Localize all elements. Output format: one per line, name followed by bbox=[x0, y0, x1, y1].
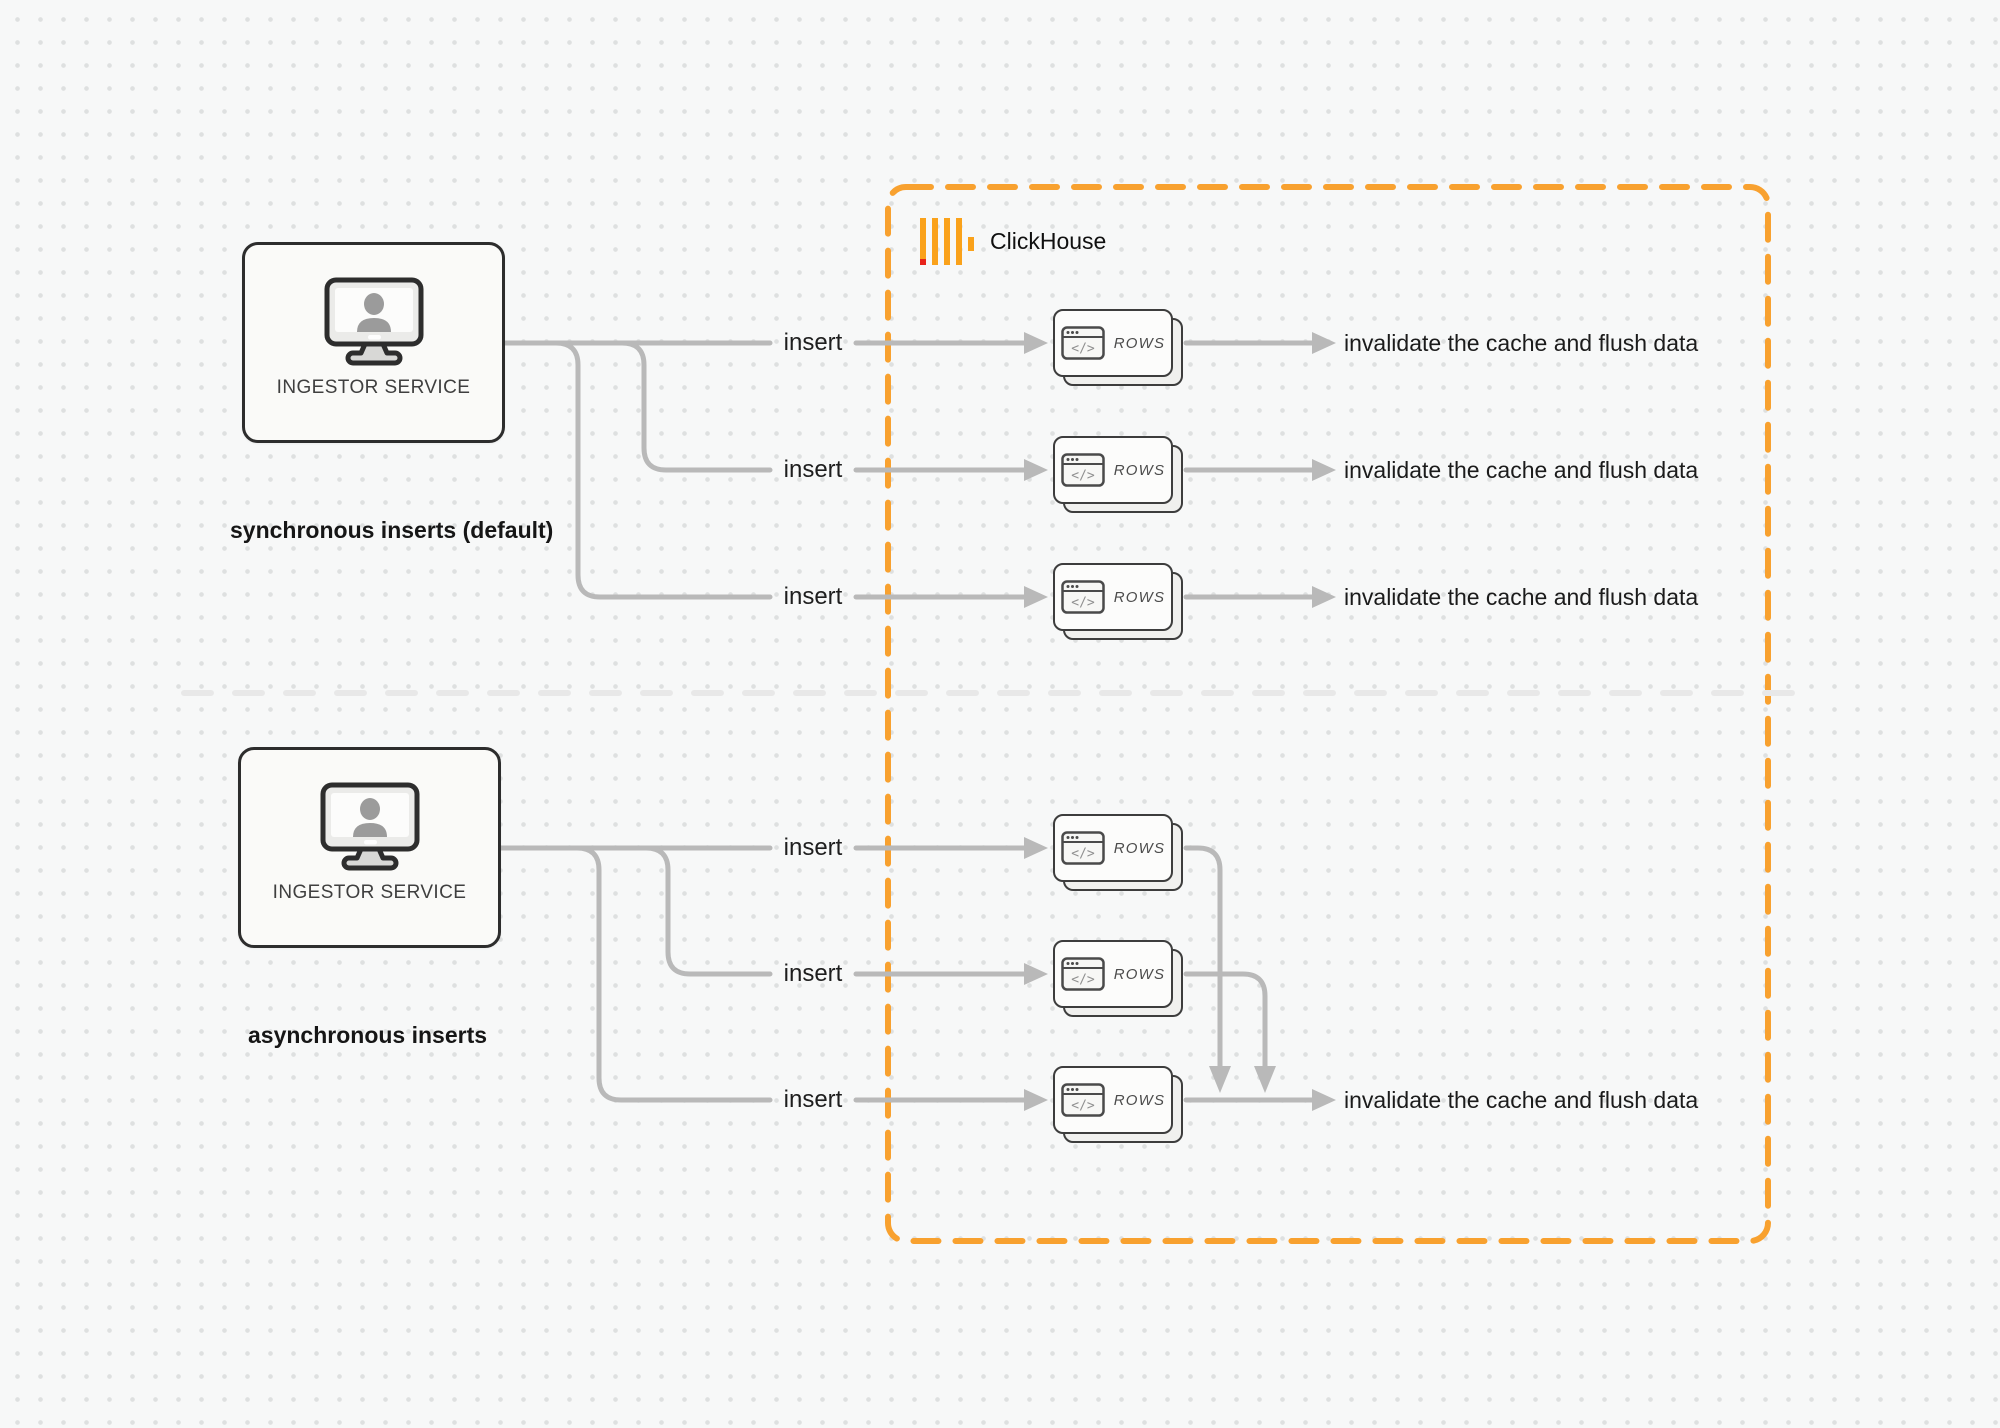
browser-window-icon: </> bbox=[1061, 957, 1105, 991]
monitor-user-icon bbox=[324, 277, 423, 366]
rows-label: ROWS bbox=[1113, 839, 1166, 857]
arrowhead-right-icon bbox=[1024, 332, 1048, 354]
arrowhead-down-icon bbox=[1209, 1066, 1231, 1093]
rows-node: </> ROWS bbox=[1053, 940, 1183, 1017]
rows-label: ROWS bbox=[1113, 334, 1166, 352]
clickhouse-boundary bbox=[885, 184, 1771, 1244]
async-section-title: asynchronous inserts bbox=[248, 1022, 488, 1048]
async-edge-3a bbox=[574, 845, 773, 1103]
clickhouse-logo: ClickHouse bbox=[920, 216, 1106, 266]
invalidate-label: invalidate the cache and flush data bbox=[1344, 330, 1699, 356]
ingestor-service-label: INGESTOR SERVICE bbox=[276, 377, 471, 398]
arrowhead-right-icon bbox=[1024, 459, 1048, 481]
sync-section-title: synchronous inserts (default) bbox=[230, 517, 554, 543]
browser-window-icon: </> bbox=[1061, 326, 1105, 360]
async-merge-edge-2 bbox=[1183, 971, 1268, 1070]
async-ingestor-node: INGESTOR SERVICE bbox=[238, 747, 501, 948]
insert-label: insert bbox=[783, 456, 843, 483]
rows-label: ROWS bbox=[1113, 461, 1166, 479]
code-glyph: </> bbox=[1071, 469, 1095, 484]
async-merge-edge-1 bbox=[1183, 845, 1223, 1070]
rows-label: ROWS bbox=[1113, 588, 1166, 606]
sync-edge-3a bbox=[553, 340, 773, 600]
invalidate-label: invalidate the cache and flush data bbox=[1344, 584, 1699, 610]
code-glyph: </> bbox=[1071, 973, 1095, 988]
code-glyph: </> bbox=[1071, 847, 1095, 862]
invalidate-label: invalidate the cache and flush data bbox=[1344, 457, 1699, 483]
insert-label: insert bbox=[783, 583, 843, 610]
browser-window-icon: </> bbox=[1061, 1083, 1105, 1117]
async-edge-2a bbox=[643, 845, 773, 977]
ingestor-service-label: INGESTOR SERVICE bbox=[272, 882, 467, 903]
sync-ingestor-node: INGESTOR SERVICE bbox=[242, 242, 505, 443]
clickhouse-logo-bars-icon bbox=[920, 217, 974, 265]
rows-node: </> ROWS bbox=[1053, 436, 1183, 513]
arrowhead-right-icon bbox=[1312, 459, 1336, 481]
arrowhead-right-icon bbox=[1312, 586, 1336, 608]
insert-label: insert bbox=[783, 329, 843, 356]
arrowhead-down-icon bbox=[1254, 1066, 1276, 1093]
gray-edges bbox=[498, 340, 1316, 1103]
code-glyph: </> bbox=[1071, 1099, 1095, 1114]
code-glyph: </> bbox=[1071, 342, 1095, 357]
arrowheads bbox=[1024, 332, 1336, 1111]
invalidate-label: invalidate the cache and flush data bbox=[1344, 1087, 1699, 1113]
clickhouse-wordmark: ClickHouse bbox=[990, 227, 1107, 254]
rows-label: ROWS bbox=[1113, 1091, 1166, 1109]
rows-node: </> ROWS bbox=[1053, 309, 1183, 386]
sync-edge-2a bbox=[619, 340, 773, 473]
browser-window-icon: </> bbox=[1061, 453, 1105, 487]
code-glyph: </> bbox=[1071, 596, 1095, 611]
arrowhead-right-icon bbox=[1312, 332, 1336, 354]
rows-node: </> ROWS bbox=[1053, 1066, 1183, 1143]
insert-label: insert bbox=[783, 834, 843, 861]
rows-label: ROWS bbox=[1113, 965, 1166, 983]
browser-window-icon: </> bbox=[1061, 580, 1105, 614]
monitor-user-icon bbox=[320, 782, 419, 871]
arrowhead-right-icon bbox=[1024, 1089, 1048, 1111]
browser-window-icon: </> bbox=[1061, 831, 1105, 865]
rows-node: </> ROWS bbox=[1053, 563, 1183, 640]
insert-label: insert bbox=[783, 1086, 843, 1113]
insert-label: insert bbox=[783, 960, 843, 987]
arrowhead-right-icon bbox=[1024, 837, 1048, 859]
rows-node: </> ROWS bbox=[1053, 814, 1183, 891]
arrowhead-right-icon bbox=[1024, 586, 1048, 608]
arrowhead-right-icon bbox=[1024, 963, 1048, 985]
arrowhead-right-icon bbox=[1312, 1089, 1336, 1111]
